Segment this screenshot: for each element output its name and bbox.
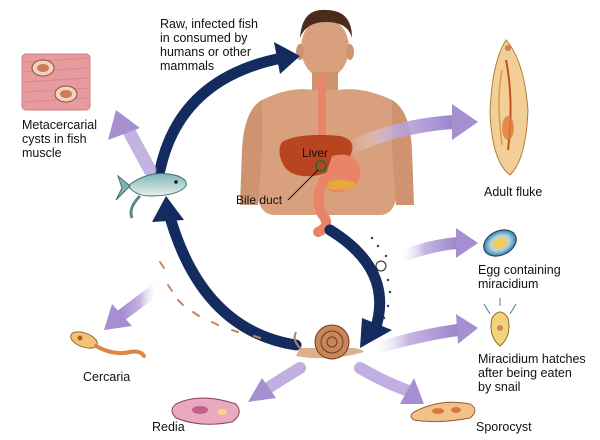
stage-arrows xyxy=(104,104,478,404)
label-metacercarial-cysts: Metacercarial cysts in fish muscle xyxy=(22,118,98,160)
miracidium-illustration xyxy=(483,298,517,347)
label-miracidium: Miracidium hatches after being eaten by … xyxy=(478,352,586,394)
cycle-arrows xyxy=(152,42,392,351)
fish-illustration xyxy=(115,173,187,219)
muscle-cyst-illustration xyxy=(21,53,91,111)
label-cercaria: Cercaria xyxy=(83,370,131,384)
label-adult-fluke: Adult fluke xyxy=(484,185,543,199)
egg-illustration xyxy=(483,229,517,257)
cercaria-trail xyxy=(159,261,261,339)
snail-illustration xyxy=(293,324,364,360)
adult-fluke-illustration xyxy=(489,39,529,176)
egg-trail xyxy=(370,236,392,320)
label-redia: Redia xyxy=(152,420,185,434)
label-liver: Liver xyxy=(302,146,329,160)
label-sporocyst: Sporocyst xyxy=(476,420,532,434)
label-egg: Egg containing miracidium xyxy=(478,263,561,291)
cercaria-illustration xyxy=(70,331,146,358)
sporocyst-illustration xyxy=(410,401,476,423)
redia-illustration xyxy=(171,397,240,425)
label-bile-duct: Bile duct xyxy=(236,193,283,207)
label-raw-fish: Raw, infected fish in consumed by humans… xyxy=(160,17,258,73)
